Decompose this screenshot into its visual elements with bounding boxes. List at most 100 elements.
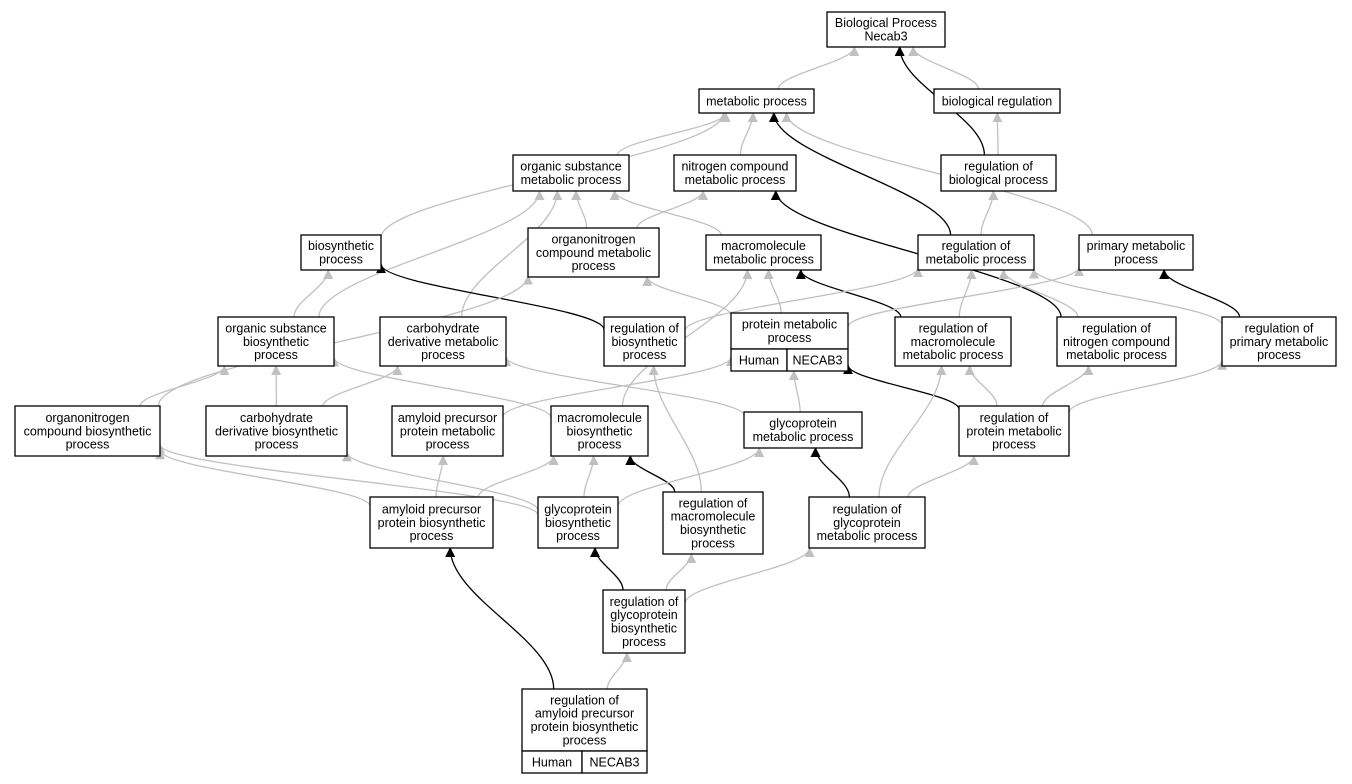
term-label-line: process — [421, 348, 465, 362]
edge-metabolic-to-root — [777, 46, 860, 90]
term-label-line: metabolic process — [926, 252, 1027, 266]
edge-primary-met-to-metabolic — [781, 112, 1093, 236]
term-label-line: nitrogen compound — [681, 160, 788, 174]
edge-reg-nitro-met-to-reg-met — [998, 269, 1079, 318]
edge-reg-met-to-metabolic — [768, 112, 952, 236]
term-label-line: metabolic process — [903, 348, 1004, 362]
edge-glyco-bio-to-glyco-met — [617, 447, 765, 507]
term-label-line: regulation of — [942, 239, 1011, 253]
term-label-line: carbohydrate — [407, 322, 480, 336]
term-label-line: derivative biosynthetic — [215, 424, 338, 438]
edge-orgsub-met-to-metabolic — [616, 112, 731, 156]
edge-glyco-met-to-carb-der-met — [501, 356, 745, 416]
term-label-line: compound biosynthetic — [24, 424, 152, 438]
term-label-line: Biological Process — [835, 16, 937, 30]
term-box — [958, 405, 1070, 457]
edge-glyco-bio-to-carb-der-bio — [342, 451, 539, 511]
term-label-line: glycoprotein — [610, 608, 677, 622]
edge-app-bio-to-orgnitro-bio — [155, 449, 371, 507]
term-label-line: process — [768, 331, 812, 345]
edge-reg-protein-met-to-reg-primary-met — [1068, 359, 1227, 413]
edge-reg-glyco-bio-to-glyco-bio — [590, 547, 624, 591]
term-box — [217, 316, 335, 367]
term-box — [300, 234, 382, 271]
term-label-line: regulation of — [964, 160, 1033, 174]
edge-glyco-met-to-protein-met — [788, 370, 801, 413]
term-label-line: regulation of — [919, 322, 988, 336]
go-term-reg-macro-bio[interactable]: regulation ofmacromoleculebiosyntheticpr… — [662, 491, 764, 555]
edge-reg-app-bio-to-app-bio — [445, 547, 555, 690]
term-label-line: macromolecule — [671, 510, 756, 524]
edge-protein-met-to-orgnitro-met — [642, 276, 732, 316]
gene-cell — [786, 348, 849, 372]
go-term-metabolic[interactable]: metabolic process — [698, 88, 815, 114]
term-box — [550, 405, 649, 457]
term-label-line: organonitrogen — [45, 411, 129, 425]
edge-macro-met-to-orgsub-met — [609, 190, 722, 236]
term-label-line: process — [556, 529, 600, 543]
term-label-line: derivative metabolic — [388, 335, 498, 349]
edge-protein-met-to-macro-met — [763, 269, 782, 314]
edge-bioreg-to-root — [908, 46, 980, 90]
edge-reg-macro-met-to-reg-met — [958, 269, 977, 318]
term-label-line: process — [691, 536, 735, 550]
edge-reg-macro-bio-to-reg-biosynth — [648, 365, 702, 493]
term-label-line: biosynthetic — [680, 523, 746, 537]
term-label-line: biosynthetic — [611, 335, 677, 349]
edge-app-bio-to-app-met — [435, 455, 449, 498]
term-label-line: organic substance — [520, 160, 622, 174]
term-box — [527, 227, 660, 278]
term-label-line: process — [572, 259, 616, 273]
edge-reg-macro-met-to-macro-met — [795, 269, 902, 318]
edge-reg-app-bio-to-reg-glyco-bio — [606, 652, 632, 690]
term-label-line: amyloid precursor — [398, 411, 497, 425]
term-box — [1221, 316, 1337, 367]
edge-reg-bio-to-bioreg — [992, 112, 1003, 156]
term-label-line: protein biosynthetic — [378, 516, 486, 530]
edge-reg-macro-bio-to-macro-bio — [625, 455, 676, 493]
term-label-line: process — [426, 438, 470, 452]
term-label-line: regulation of — [1245, 322, 1314, 336]
go-term-reg-glyco-bio[interactable]: regulation ofglycoproteinbiosyntheticpro… — [602, 589, 686, 654]
term-label-line: process — [622, 635, 666, 649]
term-label-line: process — [1114, 252, 1158, 266]
term-label-line: glycoprotein — [833, 516, 900, 530]
edge-reg-met-to-reg-bio — [980, 190, 999, 236]
term-label-line: amyloid precursor — [382, 503, 481, 517]
edge-orgnitro-met-to-orgsub-met — [571, 190, 588, 229]
species-label: Human — [532, 756, 572, 770]
term-box — [730, 312, 849, 350]
term-label-line: macromolecule — [557, 411, 642, 425]
term-label-line: regulation of — [980, 411, 1049, 425]
edge-reg-protein-met-to-reg-nitro-met — [1041, 365, 1094, 407]
go-term-bioreg[interactable]: biological regulation — [933, 88, 1061, 114]
